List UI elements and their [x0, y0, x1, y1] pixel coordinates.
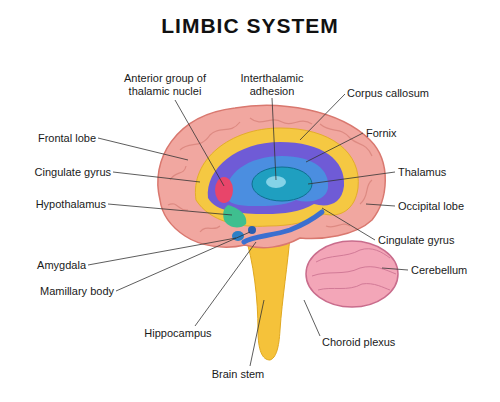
- hippocampus-shape: [244, 212, 322, 242]
- part-label: Frontal lobe: [6, 132, 96, 145]
- cerebrum-shape: [158, 105, 385, 247]
- part-label: Corpus callosum: [347, 87, 457, 100]
- part-label: Thalamus: [398, 166, 488, 179]
- mamillary-body-shape: [248, 226, 256, 234]
- part-label: Mamillary body: [14, 285, 114, 298]
- part-label: Occipital lobe: [398, 200, 493, 213]
- brain-stem-shape: [244, 232, 290, 360]
- part-label: Interthalamic adhesion: [232, 72, 312, 98]
- part-label: Choroid plexus: [322, 336, 422, 349]
- anterior-nucleus-shape: [215, 177, 233, 203]
- thalamus-shape: [252, 167, 312, 201]
- cingulate-band: [195, 128, 358, 226]
- cerebellum-folia: [312, 249, 396, 290]
- part-label: Fornix: [366, 127, 446, 140]
- fornix-region: [226, 156, 328, 206]
- leader-lines: [88, 94, 408, 366]
- part-label: Amygdala: [6, 259, 86, 272]
- gyri-lines: [168, 118, 372, 232]
- part-label: Brain stem: [193, 368, 283, 381]
- part-label: Hippocampus: [128, 327, 228, 340]
- part-label: Cingulate gyrus: [378, 234, 478, 247]
- cerebellum-shape: [306, 241, 398, 307]
- part-label: Anterior group of thalamic nuclei: [105, 72, 225, 98]
- part-label: Cerebellum: [411, 264, 496, 277]
- part-label: Cingulate gyrus: [11, 166, 111, 179]
- part-label: Hypothalamus: [6, 198, 106, 211]
- hypothalamus-shape: [223, 205, 246, 227]
- diagram-title: LIMBIC SYSTEM: [0, 14, 500, 38]
